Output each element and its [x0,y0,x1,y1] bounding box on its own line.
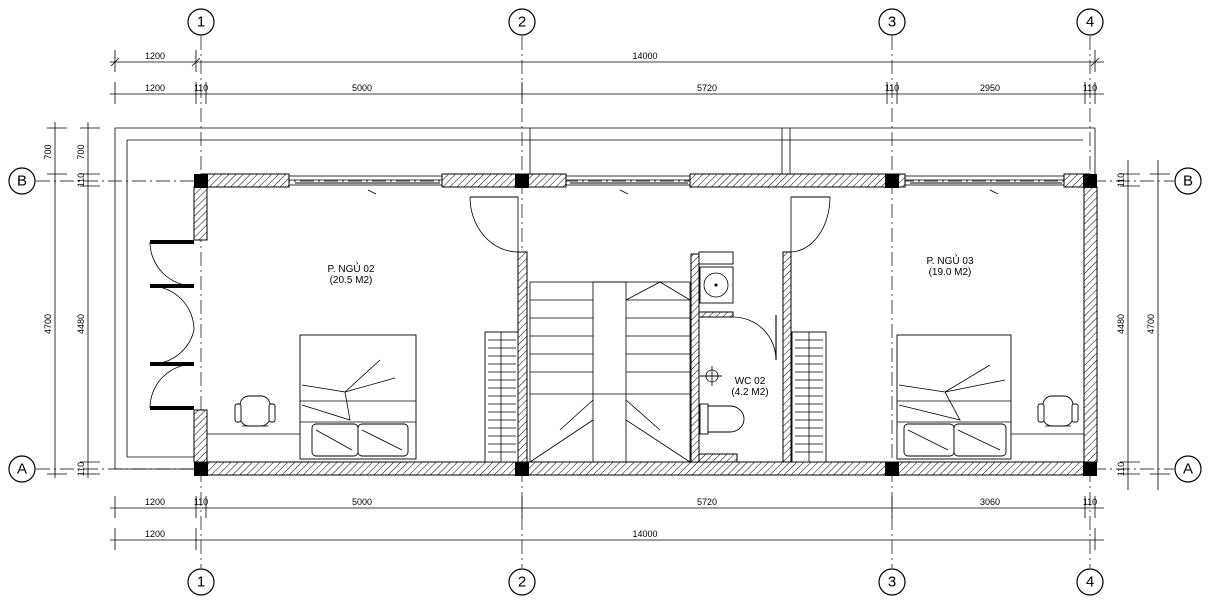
axis-label-3-bottom: 3 [888,574,896,591]
windows [288,175,1065,195]
balcony-outline [114,127,1096,470]
desk-right [1011,395,1084,435]
dim-left-inner-wall-b: 110 [76,173,86,187]
room-area-wc-02: (4.2 M2) [731,387,768,398]
dim-left-outer-top: 700 [43,144,53,159]
axis-label-4-top: 4 [1086,14,1094,31]
dimension-top-total: 1200 14000 [110,50,1104,72]
dim-left-inner-span: 4480 [76,314,86,334]
bed-left [299,334,417,460]
axis-bubbles: 1 2 3 4 1 2 3 4 B A B A [8,8,1202,596]
dim-right-outer-total: 4700 [1146,314,1156,334]
grid-lines [36,36,1174,568]
axis-label-a-left: A [17,461,27,478]
dimension-top-parts: 1200 110 5000 5720 110 2950 110 [110,82,1104,104]
dim-right-inner-wall-b: 110 [1116,173,1126,187]
bed-right [896,334,1012,460]
dimension-bottom-total: 1200 14000 [110,528,1104,550]
axis-label-1-bottom: 1 [197,574,205,591]
axis-label-b-left: B [17,173,27,190]
dimension-right-inner: 110 4480 110 [1116,160,1140,490]
axis-label-1-top: 1 [197,14,205,31]
room-name-bedroom-02: P. NGỦ 02 [327,262,374,275]
dim-top-parts-bay3: 2950 [980,83,1000,93]
room-area-bedroom-02: (20.5 M2) [330,275,373,286]
dim-top-total: 14000 [632,51,657,61]
axis-label-3-top: 3 [888,14,896,31]
dim-bottom-total: 14000 [632,529,657,539]
dim-top-parts-overhang: 1200 [145,83,165,93]
axis-label-a-right: A [1183,461,1193,478]
dim-left-inner-wall-a: 110 [76,462,86,476]
room-name-wc-02: WC 02 [735,376,766,387]
dim-bottom-parts-wall1: 110 [194,497,208,507]
dim-bottom-parts-overhang: 1200 [145,497,165,507]
columns [194,174,1097,476]
dim-top-parts-bay1: 5000 [352,83,372,93]
dim-bottom-overhang: 1200 [145,529,165,539]
walls [193,173,1098,476]
axis-label-4-bottom: 4 [1086,574,1094,591]
dimension-bottom-parts: 1200 110 5000 5720 3060 110 [110,496,1104,518]
wardrobes [484,331,827,463]
dimension-left-outer: 700 4700 [43,122,67,478]
axis-label-2-bottom: 2 [518,574,526,591]
dim-left-inner-top: 700 [76,144,86,159]
dim-bottom-parts-bay1: 5000 [352,497,372,507]
dimension-left-inner: 700 110 4480 110 [76,122,100,478]
dim-left-outer-total: 4700 [43,314,53,334]
stairs [529,281,691,463]
dim-top-parts-wall1: 110 [194,83,208,93]
axis-label-b-right: B [1183,173,1193,190]
dim-bottom-parts-bay2: 5720 [697,497,717,507]
wc-fixtures [698,251,745,435]
room-name-bedroom-03: P. NGỦ 03 [926,254,973,267]
dim-top-parts-wall4: 110 [1083,83,1097,93]
dim-right-inner-wall-a: 110 [1116,462,1126,476]
dim-top-overhang: 1200 [145,51,165,61]
dimension-right-outer: 4700 [1146,160,1170,490]
dim-bottom-parts-wall4: 110 [1083,497,1097,507]
dim-top-parts-bay2: 5720 [697,83,717,93]
dim-top-parts-wall3: 110 [885,83,899,93]
axis-label-2-top: 2 [518,14,526,31]
desk-left [207,395,300,435]
dim-right-inner-span: 4480 [1116,314,1126,334]
room-labels: P. NGỦ 02 (20.5 M2) WC 02 (4.2 M2) P. NG… [327,254,973,398]
dim-bottom-parts-bay3: 3060 [980,497,1000,507]
room-area-bedroom-03: (19.0 M2) [929,267,972,278]
doors [149,196,831,410]
